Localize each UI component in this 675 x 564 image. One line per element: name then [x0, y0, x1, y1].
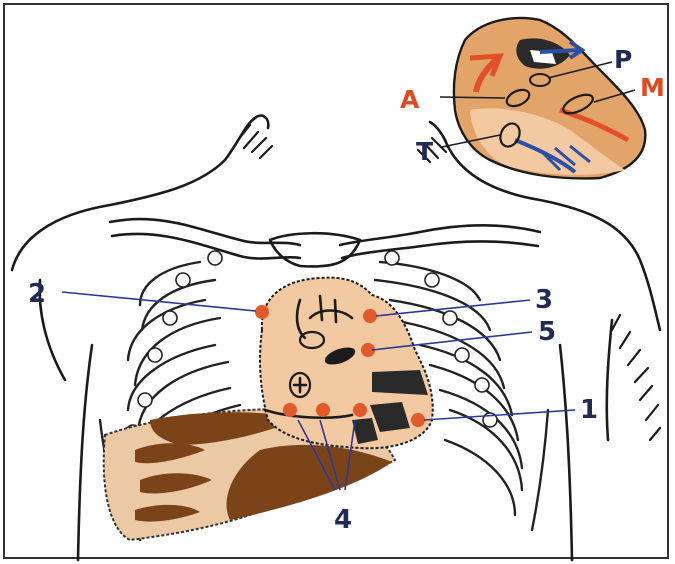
- heart-inset: [440, 18, 645, 178]
- label-4: 4: [334, 505, 352, 535]
- label-2: 2: [28, 279, 46, 309]
- label-valve-m: M: [640, 73, 665, 102]
- label-valve-p: P: [614, 45, 632, 74]
- label-1: 1: [580, 395, 598, 425]
- label-5: 5: [538, 317, 556, 347]
- label-valve-a: A: [400, 85, 420, 114]
- clavicles: [110, 219, 540, 266]
- label-3: 3: [535, 285, 553, 315]
- label-valve-t: T: [416, 137, 433, 166]
